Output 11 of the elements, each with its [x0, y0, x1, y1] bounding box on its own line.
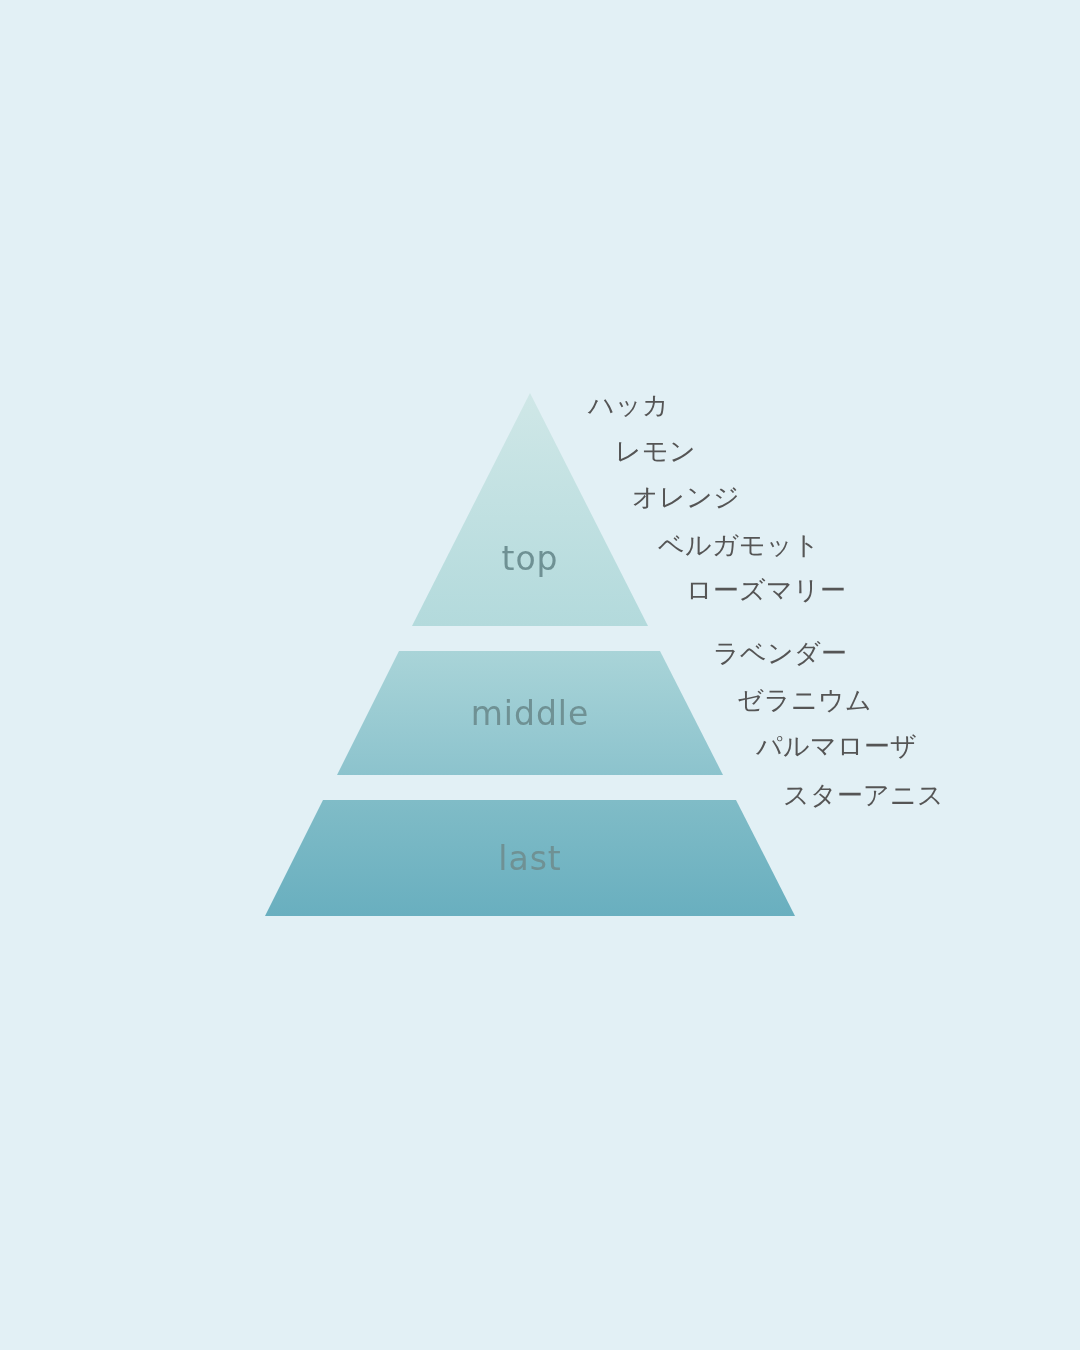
note-label: ハッカ — [588, 388, 669, 422]
note-label: パルマローザ — [756, 729, 917, 763]
note-label: ラベンダー — [713, 636, 847, 670]
note-label: ゼラニウム — [737, 683, 872, 717]
note-label: オレンジ — [632, 480, 740, 514]
tier-label: top — [501, 539, 559, 578]
note-label: レモン — [615, 434, 696, 468]
tier-label: middle — [470, 693, 590, 733]
note-label: ベルガモット — [658, 528, 820, 562]
note-label: スターアニス — [783, 778, 944, 812]
note-label: ローズマリー — [686, 573, 846, 607]
